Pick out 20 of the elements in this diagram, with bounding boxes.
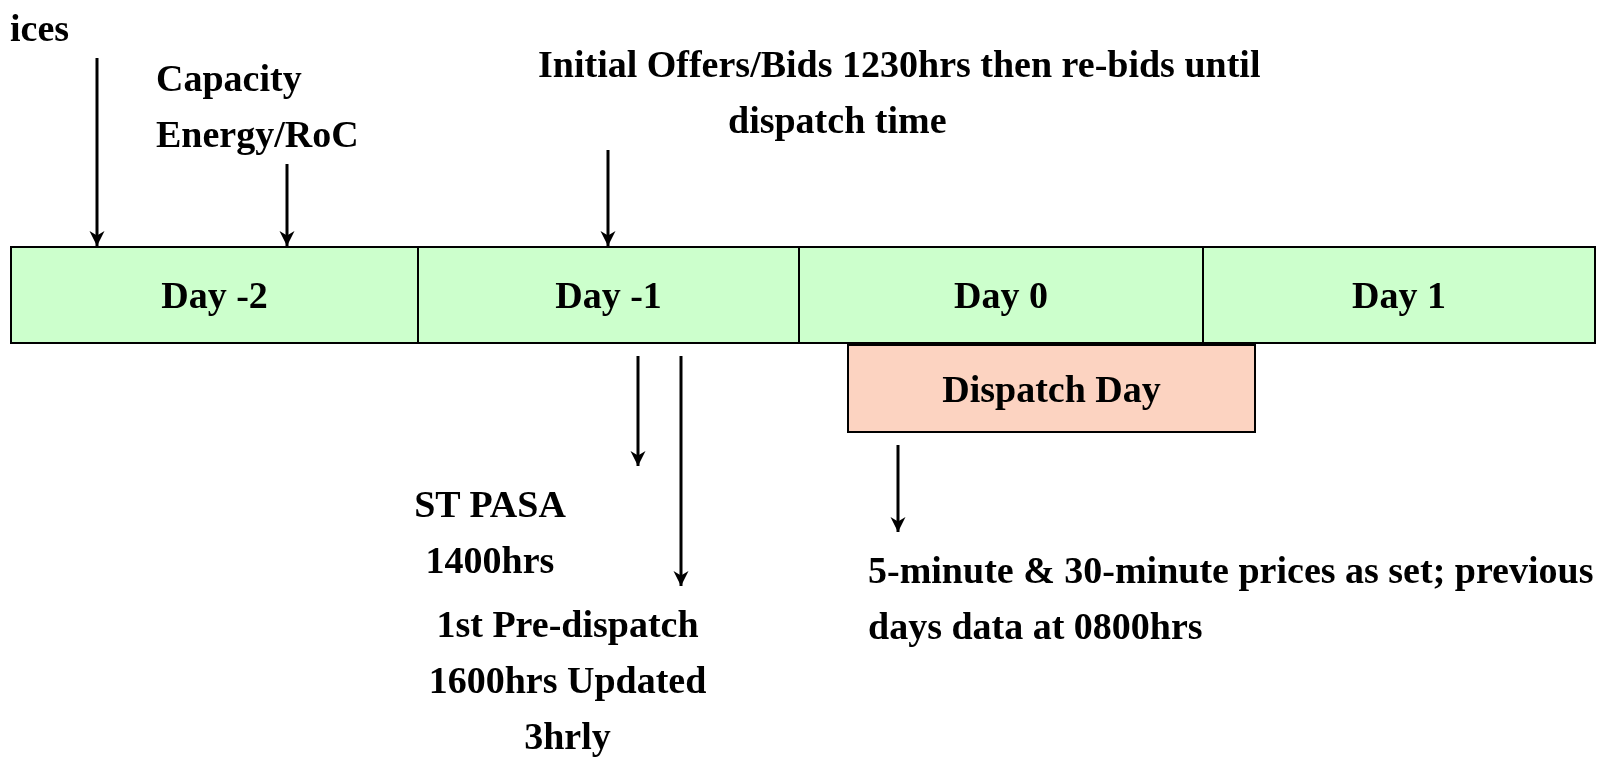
day-label: Day 0 (954, 273, 1048, 318)
arrow (630, 356, 646, 466)
day-label: Dispatch Day (942, 366, 1161, 412)
day-label: Day 1 (1352, 273, 1446, 318)
day-cell (417, 246, 800, 344)
arrow (673, 356, 689, 586)
day-cell (10, 246, 419, 344)
day-label: Day -1 (555, 273, 662, 318)
day-cell (798, 246, 1204, 344)
day-label: Day -2 (161, 273, 268, 318)
arrow (279, 164, 295, 246)
text-label: Initial Offers/Bids 1230hrs then re-bids until dispatch time (538, 36, 1378, 148)
arrow (890, 445, 906, 532)
arrow (600, 150, 616, 246)
dispatch-day-box (847, 344, 1256, 433)
text-label: 5-minute & 30-minute prices as set; previous days data at 0800hrs (868, 542, 1598, 654)
text-label: ST PASA 1400hrs (380, 476, 600, 588)
arrow (89, 58, 105, 246)
day-cell (1202, 246, 1596, 344)
text-label: 1st Pre-dispatch 1600hrs Updated 3hrly (395, 596, 740, 764)
